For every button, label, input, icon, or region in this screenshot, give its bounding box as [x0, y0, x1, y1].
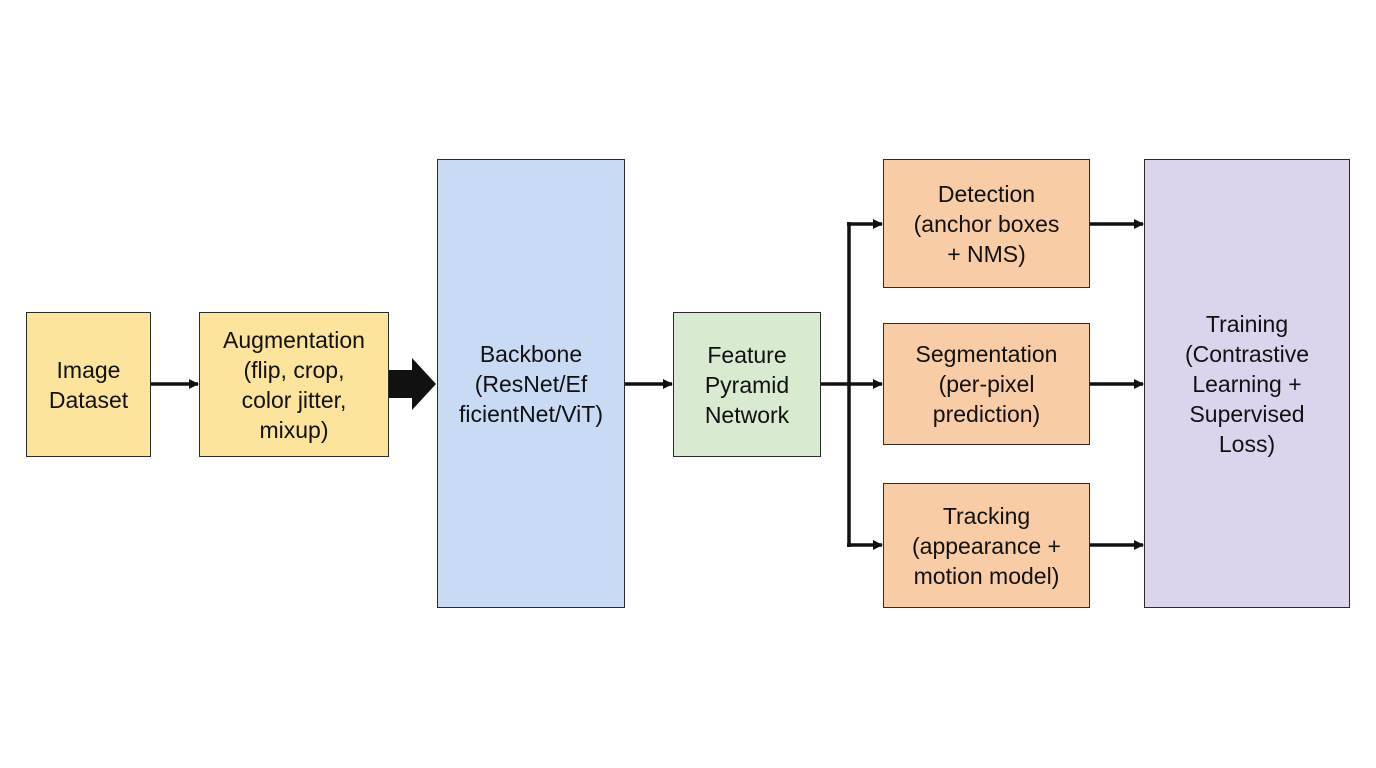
node-label-line: (flip, crop, — [243, 356, 345, 383]
node-label-line: Learning + — [1192, 370, 1302, 397]
node-label-line: Training — [1205, 310, 1289, 337]
node-label-line: Supervised — [1189, 400, 1305, 427]
node-label-line: Tracking — [942, 502, 1031, 529]
node-label-line: Detection — [937, 180, 1036, 207]
node-label-line: (per-pixel — [938, 371, 1035, 397]
node-label-line: ficientNet/ViT) — [458, 400, 603, 427]
node-label-line: (anchor boxes — [913, 210, 1060, 237]
node-label-line: Loss) — [1218, 430, 1276, 457]
node-label-line: color jitter, — [241, 386, 347, 413]
node-label-line: motion model) — [913, 562, 1060, 589]
augmentation-node: Augmentation (flip, crop, color jitter, mix… — [199, 312, 389, 457]
node-label-line: mixup) — [259, 416, 329, 443]
node-label-line: (Contrastive — [1185, 340, 1309, 367]
node-label-line: Augmentation — [223, 326, 365, 353]
node-label-line: Network — [704, 401, 790, 428]
node-label-line: prediction) — [932, 401, 1041, 427]
node-label-line: Feature — [707, 341, 787, 368]
node-label-line: (appearance + — [912, 532, 1061, 559]
backbone-node: Backbone (ResNet/Ef ficientNet/ViT) — [437, 159, 625, 608]
node-label-line: Pyramid — [704, 371, 790, 398]
node-label-line: (ResNet/Ef — [474, 370, 588, 397]
segmentation-head-node: Segmentation (per-pixel prediction) — [883, 323, 1090, 445]
thick-arrow-augmentation-to-backbone — [389, 358, 436, 410]
detection-head-node: Detection (anchor boxes + NMS) — [883, 159, 1090, 288]
node-label-line: Segmentation — [915, 341, 1058, 367]
node-label-line: Image — [56, 356, 121, 383]
node-label-line: Dataset — [48, 386, 129, 413]
node-label-line: + NMS) — [947, 240, 1026, 267]
tracking-head-node: Tracking (appearance + motion model) — [883, 483, 1090, 608]
node-label-line: Backbone — [479, 340, 583, 367]
